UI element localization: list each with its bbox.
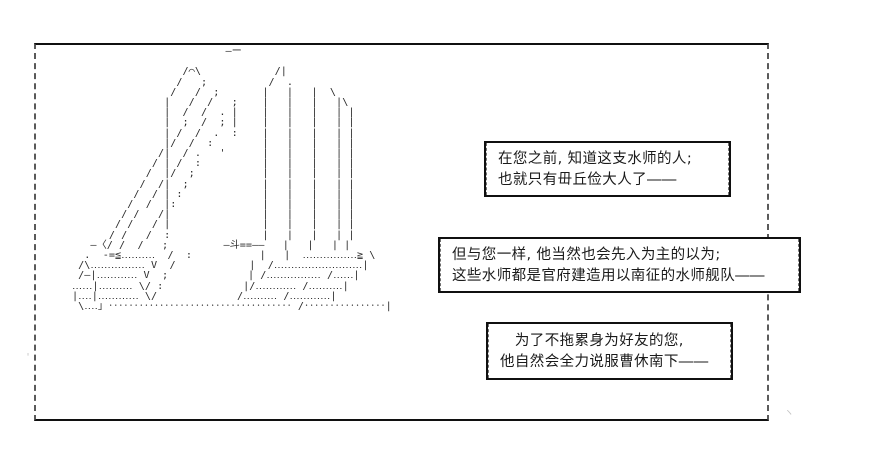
dialogue-line: 这些水师都是官府建造用以南征的水师舰队―― [452, 267, 765, 284]
dialogue-line: 为了不拖累身为好友的您, [500, 332, 684, 349]
dialogue-box-3[interactable]: 为了不拖累身为好友的您, 他自然会全力说服曹休南下―― [486, 322, 733, 380]
dialogue-box-1-inner: 在您之前, 知道这支水师的人; 也就只有毌丘俭大人了―― [486, 143, 729, 195]
dialogue-box-2[interactable]: 但与您一样, 他当然也会先入为主的以为; 这些水师都是官府建造用以南征的水师舰队… [438, 237, 801, 293]
ascii-art-warship: ―ー /⌒\ /| / ; / . / / ; | | | \ | / / ; … [72, 46, 392, 313]
stray-mark-left: ' [25, 352, 32, 363]
scene-frame: ―ー /⌒\ /| / ; / . / / ; | | | \ | / / ; … [34, 43, 801, 421]
dialogue-line: 在您之前, 知道这支水师的人; [498, 150, 693, 167]
stray-mark-right: ヽ [784, 408, 794, 419]
dialogue-box-3-inner: 为了不拖累身为好友的您, 他自然会全力说服曹休南下―― [488, 324, 731, 378]
dialogue-box-2-inner: 但与您一样, 他当然也会先入为主的以为; 这些水师都是官府建造用以南征的水师舰队… [440, 239, 799, 291]
dialogue-line: 他自然会全力说服曹休南下―― [500, 353, 709, 370]
dialogue-line: 但与您一样, 他当然也会先入为主的以为; [452, 246, 721, 263]
dialogue-box-1[interactable]: 在您之前, 知道这支水师的人; 也就只有毌丘俭大人了―― [484, 141, 731, 197]
dialogue-line: 也就只有毌丘俭大人了―― [498, 171, 677, 188]
